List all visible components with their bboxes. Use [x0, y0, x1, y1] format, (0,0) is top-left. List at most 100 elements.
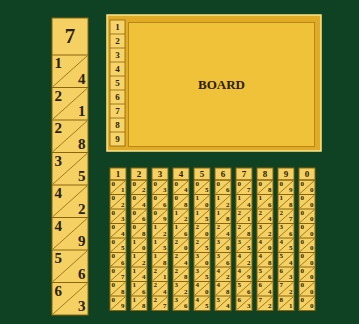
cell-diagonal [111, 283, 125, 296]
product-digit: 0 [154, 210, 158, 217]
cell-diagonal [195, 225, 209, 238]
product-digit: 2 [238, 210, 242, 217]
cell-diagonal [111, 254, 125, 267]
cell-diagonal [216, 268, 230, 281]
cell-diagonal [279, 210, 293, 223]
product-digit: 8 [226, 289, 230, 296]
cell-diagonal [132, 181, 146, 194]
product-digit: 2 [226, 202, 230, 209]
cell-diagonal [258, 210, 272, 223]
cell-diagonal [216, 181, 230, 194]
product-digit: 0 [154, 181, 158, 188]
cell-diagonal [300, 268, 314, 281]
cell-diagonal [258, 181, 272, 194]
product-digit: 6 [184, 231, 188, 238]
product-digit: 7 [259, 297, 263, 304]
product-digit: 4 [55, 186, 63, 201]
product-digit: 1 [289, 303, 293, 310]
product-digit: 8 [184, 274, 188, 281]
product-digit: 1 [238, 195, 242, 202]
rod-number: 7 [242, 170, 247, 179]
product-digit: 0 [154, 195, 158, 202]
cell-diagonal [279, 283, 293, 296]
product-digit: 1 [78, 104, 86, 119]
product-digit: 1 [154, 253, 158, 260]
product-digit: 0 [238, 181, 242, 188]
cell-diagonal [153, 239, 167, 252]
row-number: 5 [115, 79, 120, 88]
cell-diagonal [216, 210, 230, 223]
product-digit: 9 [247, 274, 251, 281]
cell-diagonal [258, 225, 272, 238]
product-digit: 8 [226, 216, 230, 223]
rod-number: 5 [200, 170, 205, 179]
rod-body [152, 168, 168, 311]
rod-body [278, 168, 294, 311]
product-digit: 0 [205, 202, 209, 209]
product-digit: 0 [301, 210, 305, 217]
board-row-line [110, 76, 125, 77]
product-digit: 5 [205, 245, 209, 252]
product-digit: 1 [217, 195, 221, 202]
product-digit: 5 [238, 282, 242, 289]
row-number: 8 [115, 121, 120, 130]
product-digit: 4 [238, 268, 242, 275]
product-digit: 6 [121, 260, 125, 267]
product-digit: 2 [268, 303, 272, 310]
product-digit: 0 [175, 195, 179, 202]
cell-diagonal [258, 196, 272, 209]
board-row-line [110, 90, 125, 91]
row-number: 7 [115, 107, 120, 116]
product-digit: 0 [112, 224, 116, 231]
product-digit: 6 [259, 282, 263, 289]
cell-diagonal [53, 154, 87, 185]
product-digit: 0 [205, 289, 209, 296]
board-row-line [110, 104, 125, 105]
product-digit: 9 [121, 303, 125, 310]
rod-body [236, 168, 252, 311]
product-digit: 0 [310, 274, 314, 281]
product-digit: 0 [268, 245, 272, 252]
product-digit: 4 [196, 282, 200, 289]
cell-diagonal [53, 219, 87, 250]
rod-number: 1 [116, 170, 121, 179]
row-number: 4 [115, 65, 120, 74]
product-digit: 1 [175, 210, 179, 217]
product-digit: 2 [226, 274, 230, 281]
product-digit: 3 [163, 187, 167, 194]
product-digit: 4 [247, 202, 251, 209]
cell-diagonal [237, 297, 251, 310]
product-digit: 0 [175, 181, 179, 188]
product-digit: 2 [121, 202, 125, 209]
product-digit: 4 [259, 239, 263, 246]
product-digit: 6 [142, 216, 146, 223]
product-digit: 4 [259, 253, 263, 260]
product-digit: 9 [289, 187, 293, 194]
cell-diagonal [174, 225, 188, 238]
product-digit: 0 [301, 297, 305, 304]
board-row-line [110, 118, 125, 119]
product-digit: 4 [268, 216, 272, 223]
cell-diagonal [237, 210, 251, 223]
cell-diagonal [258, 239, 272, 252]
cell-diagonal [216, 297, 230, 310]
cell-diagonal [195, 196, 209, 209]
product-digit: 3 [196, 268, 200, 275]
cell-diagonal [153, 196, 167, 209]
product-digit: 2 [238, 224, 242, 231]
product-digit: 0 [112, 239, 116, 246]
product-digit: 2 [175, 268, 179, 275]
product-digit: 0 [205, 260, 209, 267]
product-digit: 2 [175, 253, 179, 260]
rod-number: 4 [179, 170, 184, 179]
cell-diagonal [279, 196, 293, 209]
product-digit: 4 [55, 219, 63, 234]
cell-diagonal [258, 254, 272, 267]
product-digit: 3 [55, 154, 63, 169]
cell-diagonal [153, 254, 167, 267]
product-digit: 0 [301, 224, 305, 231]
product-digit: 4 [121, 231, 125, 238]
product-digit: 8 [280, 297, 284, 304]
cell-diagonal [237, 196, 251, 209]
product-digit: 5 [163, 245, 167, 252]
